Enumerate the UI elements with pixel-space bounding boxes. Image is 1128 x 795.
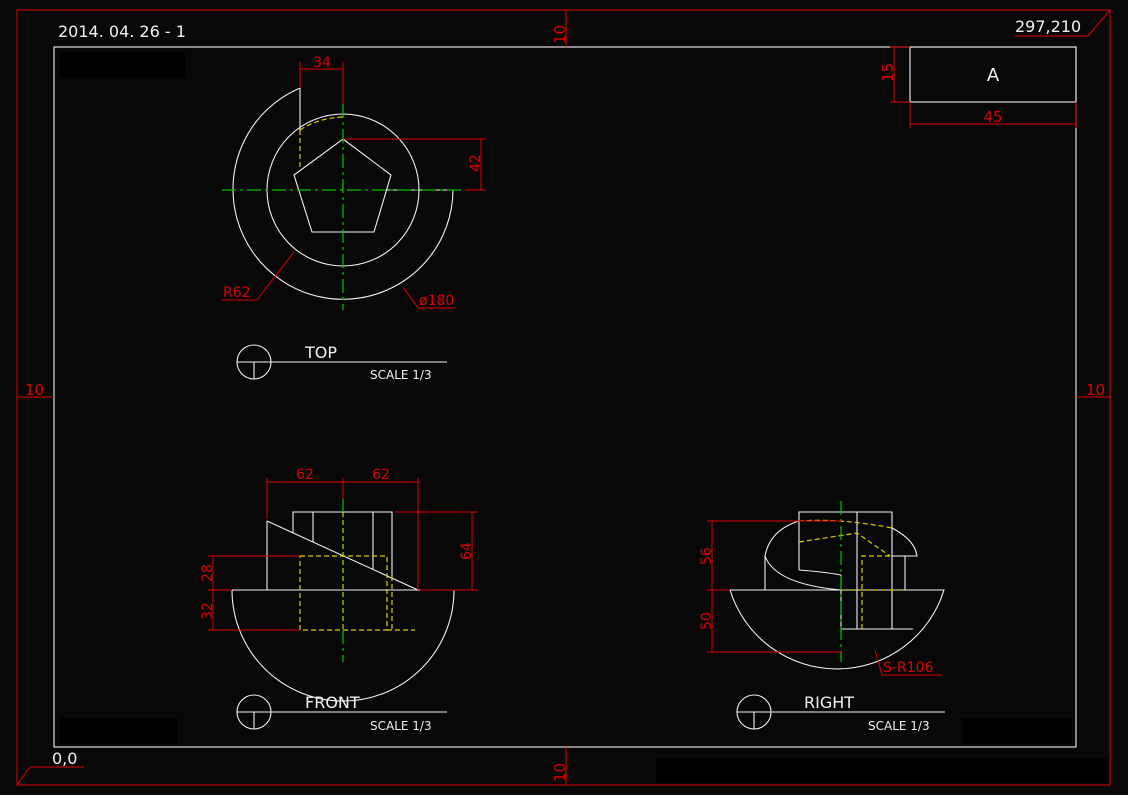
margin-dim-left: 10 xyxy=(17,381,54,399)
dim-62-left: 62 xyxy=(296,467,314,483)
front-view: 62 62 64 28 32 xyxy=(200,467,478,702)
dim-s-r106: S-R106 xyxy=(883,660,933,676)
view-scale: SCALE 1/3 xyxy=(370,368,432,382)
blank-area xyxy=(962,718,1072,744)
margin-top-label: 10 xyxy=(551,25,569,44)
blank-area xyxy=(60,718,177,744)
dim-62-right: 62 xyxy=(372,467,390,483)
margin-left-label: 10 xyxy=(25,381,44,399)
view-scale: SCALE 1/3 xyxy=(370,719,432,733)
blank-area xyxy=(60,52,185,78)
view-name: RIGHT xyxy=(804,693,854,712)
right-view: 56 50 S-R106 xyxy=(699,501,945,676)
date-label: 2014. 04. 26 - 1 xyxy=(58,22,186,41)
margin-dim-right: 10 xyxy=(1076,381,1110,399)
outer-cut-arc xyxy=(232,87,454,300)
margin-dim-bottom: 10 xyxy=(551,747,569,785)
blank-area xyxy=(656,758,1108,783)
dim-d180: ø180 xyxy=(419,293,454,309)
view-name: FRONT xyxy=(305,693,360,712)
view-name: TOP xyxy=(304,343,337,362)
dim-42: 42 xyxy=(468,154,484,172)
corner-bottom-left-marker: 0,0 xyxy=(16,749,84,786)
dim-56: 56 xyxy=(699,547,715,565)
corner-bottom-left-label: 0,0 xyxy=(52,749,77,768)
title-block-height-dim: 15 xyxy=(879,63,897,82)
title-block: A 15 45 xyxy=(879,46,1077,128)
top-view-label: TOP SCALE 1/3 xyxy=(236,343,447,382)
dim-64: 64 xyxy=(459,542,475,560)
title-block-width-dim: 45 xyxy=(983,108,1002,126)
margin-dim-top: 10 xyxy=(551,10,569,47)
right-view-label: RIGHT SCALE 1/3 xyxy=(736,693,945,733)
dim-34: 34 xyxy=(313,55,331,71)
margin-bottom-label: 10 xyxy=(551,763,569,782)
view-scale: SCALE 1/3 xyxy=(868,719,930,733)
margin-right-label: 10 xyxy=(1086,381,1105,399)
dim-32: 32 xyxy=(200,602,216,620)
front-view-label: FRONT SCALE 1/3 xyxy=(236,693,447,733)
corner-top-right-marker: 297,210 xyxy=(1015,9,1111,37)
dim-50: 50 xyxy=(699,612,715,630)
corner-top-right-label: 297,210 xyxy=(1015,17,1081,36)
top-view: 34 42 R62 ø180 xyxy=(222,55,486,310)
dim-28: 28 xyxy=(200,564,216,582)
title-block-label: A xyxy=(987,65,1000,86)
dim-r62: R62 xyxy=(223,285,251,301)
